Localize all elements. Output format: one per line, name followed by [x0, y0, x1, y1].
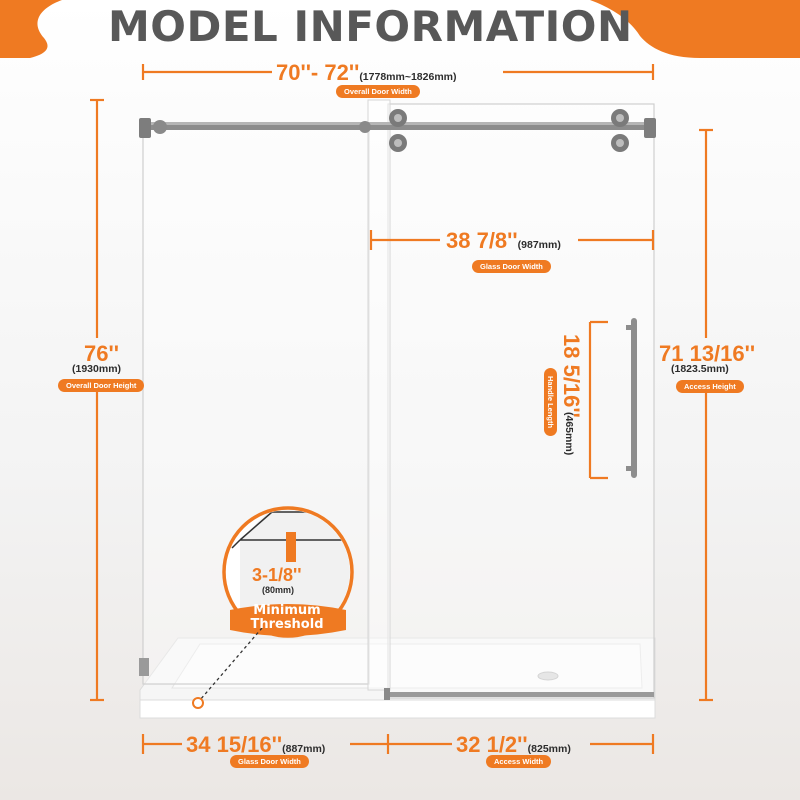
bottom-bracket-left — [139, 658, 149, 676]
glass-door-width-bottom-pill: Glass Door Width — [230, 755, 309, 768]
threshold-pill: Minimum Threshold — [250, 603, 324, 633]
access-height-inch: 71 13/16'' — [659, 341, 756, 366]
top-left-swoosh — [0, 0, 62, 58]
dimension-lines — [90, 64, 713, 754]
glass-door-width-bottom-inch: 34 15/16'' — [186, 732, 283, 757]
glass-door-width-top-pill: Glass Door Width — [472, 260, 551, 273]
glass-door-width-top-label: 38 7/8''(987mm) — [446, 230, 561, 252]
overall-width-label: 70''- 72''(1778mm~1826mm) — [276, 62, 457, 84]
door-handle — [626, 318, 637, 478]
access-width-pill: Access Width — [486, 755, 552, 768]
page-title: MODEL INFORMATION — [108, 2, 633, 51]
handle-length-inch: 18 5/16'' — [559, 334, 584, 418]
glass-door-width-bottom-label: 34 15/16''(887mm) — [186, 734, 325, 756]
drain — [537, 671, 559, 681]
access-height-mm: (1823.5mm) — [671, 363, 729, 375]
glass-door-width-top-mm: (987mm) — [517, 239, 561, 251]
roller-wheels — [389, 109, 629, 152]
handle-length-pill: Handle Length — [544, 368, 557, 437]
overall-width-mm: (1778mm~1826mm) — [359, 71, 457, 83]
access-width-inch: 32 1/2'' — [456, 732, 528, 757]
access-width-mm: (825mm) — [527, 743, 571, 755]
threshold-inch: 3-1/8'' — [252, 565, 302, 585]
glass-door-width-top-inch: 38 7/8'' — [446, 228, 518, 253]
bottom-guide — [384, 692, 654, 697]
handle-length-mm: (465mm) — [563, 412, 575, 456]
overall-width-pill: Overall Door Width — [336, 85, 420, 98]
overall-height-inch: 76'' — [84, 341, 119, 366]
threshold-mm: (80mm) — [262, 585, 295, 595]
access-width-label: 32 1/2''(825mm) — [456, 734, 571, 756]
access-height-pill: Access Height — [676, 380, 744, 393]
overall-width-inch: 70''- 72'' — [276, 60, 360, 85]
sliding-glass-door — [387, 103, 655, 699]
overall-height-mm: (1930mm) — [72, 363, 122, 375]
glass-door-width-bottom-mm: (887mm) — [282, 743, 326, 755]
overall-height-pill: Overall Door Height — [58, 379, 145, 392]
top-right-swoosh — [590, 0, 800, 58]
